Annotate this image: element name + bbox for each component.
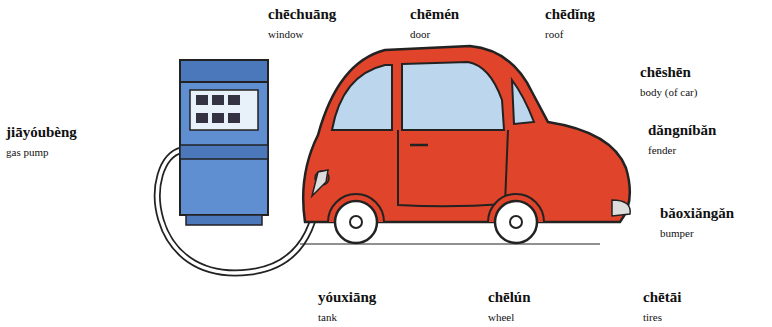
pinyin-label: yóuxiāng	[318, 289, 376, 306]
pinyin-label: chēmén	[410, 6, 459, 23]
english-label: fender	[648, 144, 676, 156]
pinyin-label: chēshēn	[640, 64, 691, 81]
pinyin-label: chēdǐng	[545, 6, 595, 23]
english-label: roof	[545, 28, 563, 40]
english-label: tires	[643, 311, 662, 323]
english-label: bumper	[660, 227, 694, 239]
english-label: window	[268, 28, 303, 40]
pinyin-label: chētāi	[643, 289, 681, 306]
pinyin-label: dǎngníbǎn	[648, 122, 716, 139]
pinyin-label: bǎoxiǎngǎn	[660, 205, 734, 222]
english-label: gas pump	[6, 146, 48, 158]
english-label: body (of car)	[640, 86, 697, 98]
english-label: tank	[318, 311, 337, 323]
pinyin-label: jiāyóubèng	[6, 124, 77, 141]
english-label: wheel	[488, 311, 514, 323]
pinyin-label: chēchuāng	[268, 6, 336, 23]
english-label: door	[410, 28, 430, 40]
pinyin-label: chēlún	[488, 289, 531, 306]
